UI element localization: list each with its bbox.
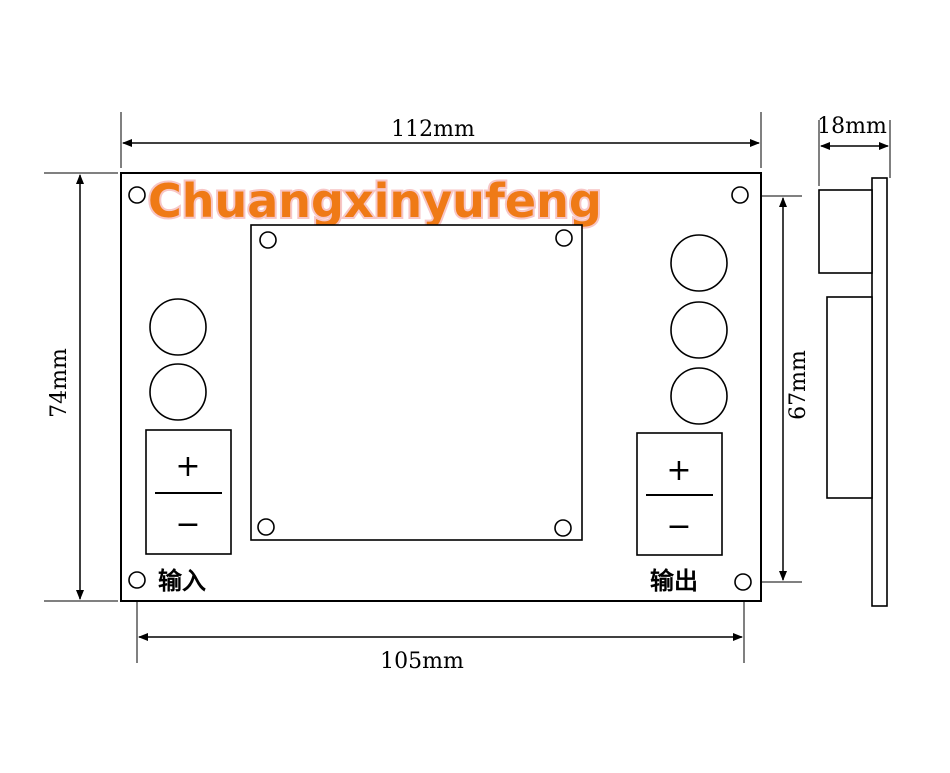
right-height-label: 67mm: [786, 350, 811, 420]
capacitor: [670, 301, 728, 359]
side-view-terminal: [818, 189, 873, 274]
capacitor: [670, 234, 728, 292]
output-plus-label: +: [666, 453, 691, 488]
input-terminal: + −: [145, 429, 232, 555]
module-hole: [257, 518, 275, 536]
input-plus-label: +: [175, 449, 200, 484]
side-view: [818, 177, 888, 607]
center-module: [250, 224, 583, 541]
module-hole: [554, 519, 572, 537]
top-width-label: 112mm: [391, 117, 475, 142]
side-view-pcb: [871, 177, 888, 607]
mounting-holes: [128, 186, 752, 591]
module-holes: [257, 229, 573, 537]
module-hole: [555, 229, 573, 247]
mounting-hole: [128, 571, 146, 589]
output-terminal: + −: [636, 432, 723, 556]
output-label: 输出: [650, 567, 698, 595]
side-view-heatsink: [826, 296, 873, 499]
extension-lines: [44, 112, 891, 663]
left-height-label: 74mm: [47, 348, 72, 418]
right-capacitors: [670, 234, 728, 425]
capacitor: [149, 298, 207, 356]
dimension-arrows: [76, 139, 889, 641]
output-minus-label: −: [666, 509, 691, 544]
left-capacitors: [149, 298, 207, 421]
mounting-hole: [731, 186, 749, 204]
mounting-hole: [734, 573, 752, 591]
capacitor: [149, 363, 207, 421]
module-hole: [259, 231, 277, 249]
capacitor: [670, 367, 728, 425]
side-depth-label: 18mm: [817, 114, 887, 139]
mounting-hole: [128, 186, 146, 204]
bottom-width-label: 105mm: [380, 649, 464, 674]
brand-watermark: Chuangxinyufeng: [148, 174, 602, 228]
input-label: 输入: [158, 567, 206, 595]
input-minus-label: −: [175, 507, 200, 542]
